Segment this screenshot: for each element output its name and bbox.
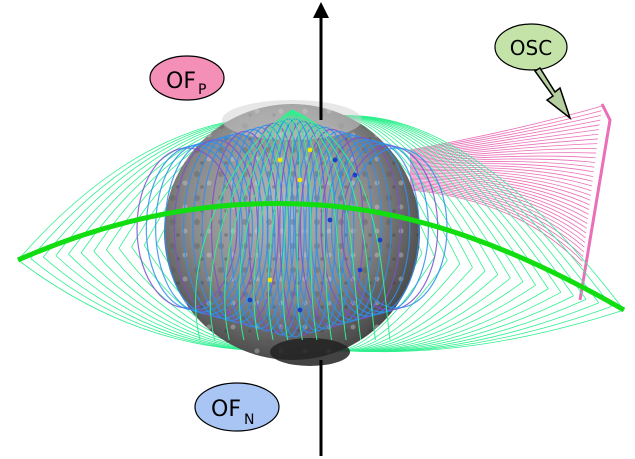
closed-field-loop (325, 139, 411, 317)
footpoint-dot (277, 157, 283, 163)
closed-field-loop (164, 141, 254, 315)
field-line-over-sun (224, 109, 293, 341)
field-line-over-sun (267, 109, 293, 341)
pink-field-line (409, 163, 594, 173)
pink-field-line (409, 124, 600, 156)
pink-field-line (409, 115, 601, 153)
open-field-line-upper (338, 115, 600, 304)
pink-field-line (409, 165, 594, 177)
pink-field-line (409, 188, 583, 262)
current-sheet-line (16, 201, 626, 313)
pink-field-line (409, 168, 593, 187)
pink-field-line (409, 182, 586, 239)
closed-field-loop (229, 126, 290, 330)
footpoint-dot (327, 217, 333, 223)
pink-field-line (409, 189, 583, 267)
open-field-line-lower (339, 309, 625, 353)
ofn-label-subscript: N (244, 412, 254, 428)
closed-field-loop (305, 130, 374, 326)
field-line-over-sun (291, 109, 318, 341)
pink-field-line (409, 147, 597, 161)
pink-field-line (409, 143, 598, 160)
open-field-line-upper (339, 115, 612, 307)
footpoint-dot (352, 172, 358, 178)
footpoint-dot (247, 297, 253, 303)
field-line-over-sun (238, 109, 293, 341)
footpoints (247, 147, 383, 313)
pink-field-line (409, 177, 589, 220)
open-field-line-upper (339, 115, 625, 311)
ofn-label: OF N (194, 382, 280, 432)
ofp-label-text: OF (166, 69, 196, 94)
footpoint-dot (307, 147, 313, 153)
field-line-over-sun (291, 109, 347, 341)
pink-field-edge (578, 103, 612, 301)
open-field-line-upper (335, 115, 562, 293)
footpoint-dot (377, 237, 383, 243)
ofn-label-text: OF (211, 397, 241, 422)
ofp-label-subscript: P (198, 82, 206, 98)
pink-field-line (409, 119, 601, 154)
axis-arrowhead-icon (313, 2, 329, 18)
pink-field-line (409, 161, 595, 168)
closed-field-loop (299, 128, 364, 328)
rotation-axis (313, 2, 329, 456)
footpoint-dot (332, 157, 338, 163)
pink-field-line (409, 155, 596, 164)
pink-field-line (409, 133, 599, 158)
footpoint-dot (267, 277, 273, 283)
closed-field-loop (155, 143, 248, 313)
open-field-line-upper (337, 115, 587, 300)
osc-label-text: OSC (510, 36, 552, 60)
pink-field-line (409, 158, 595, 165)
osc-label: OSC (494, 23, 572, 121)
field-line-over-sun (253, 109, 293, 341)
footpoint-dot (297, 177, 303, 183)
pink-field-line (409, 183, 586, 243)
open-field-line-upper (336, 115, 574, 297)
closed-field-loop (330, 141, 420, 315)
closed-field-loop (315, 134, 392, 322)
closed-field-loop (248, 122, 300, 334)
pink-field-line (409, 186, 585, 253)
ofp-label: OF P (149, 55, 225, 101)
pink-open-field-lines (409, 103, 612, 301)
osc-arrow-icon (533, 66, 572, 121)
pink-field-line (409, 110, 602, 152)
closed-field-loop (320, 137, 402, 319)
pink-field-line (409, 170, 592, 192)
closed-field-lines (136, 109, 448, 341)
footpoint-dot (357, 267, 363, 273)
pink-field-line (409, 181, 587, 234)
closed-field-loop (257, 120, 305, 336)
pink-field-line (409, 129, 600, 157)
pink-field-line (409, 172, 591, 201)
field-line-over-sun (291, 109, 333, 341)
field-line-over-sun (195, 109, 293, 341)
pink-field-line (409, 167, 593, 182)
field-line-over-sun (282, 109, 294, 341)
pink-field-line (409, 174, 590, 206)
pink-field-line (409, 152, 597, 163)
pink-field-line (409, 180, 587, 229)
footpoint-dot (297, 307, 303, 313)
field-line-over-sun (209, 109, 293, 341)
closed-field-loop (294, 126, 355, 330)
closed-field-loop (238, 124, 295, 332)
